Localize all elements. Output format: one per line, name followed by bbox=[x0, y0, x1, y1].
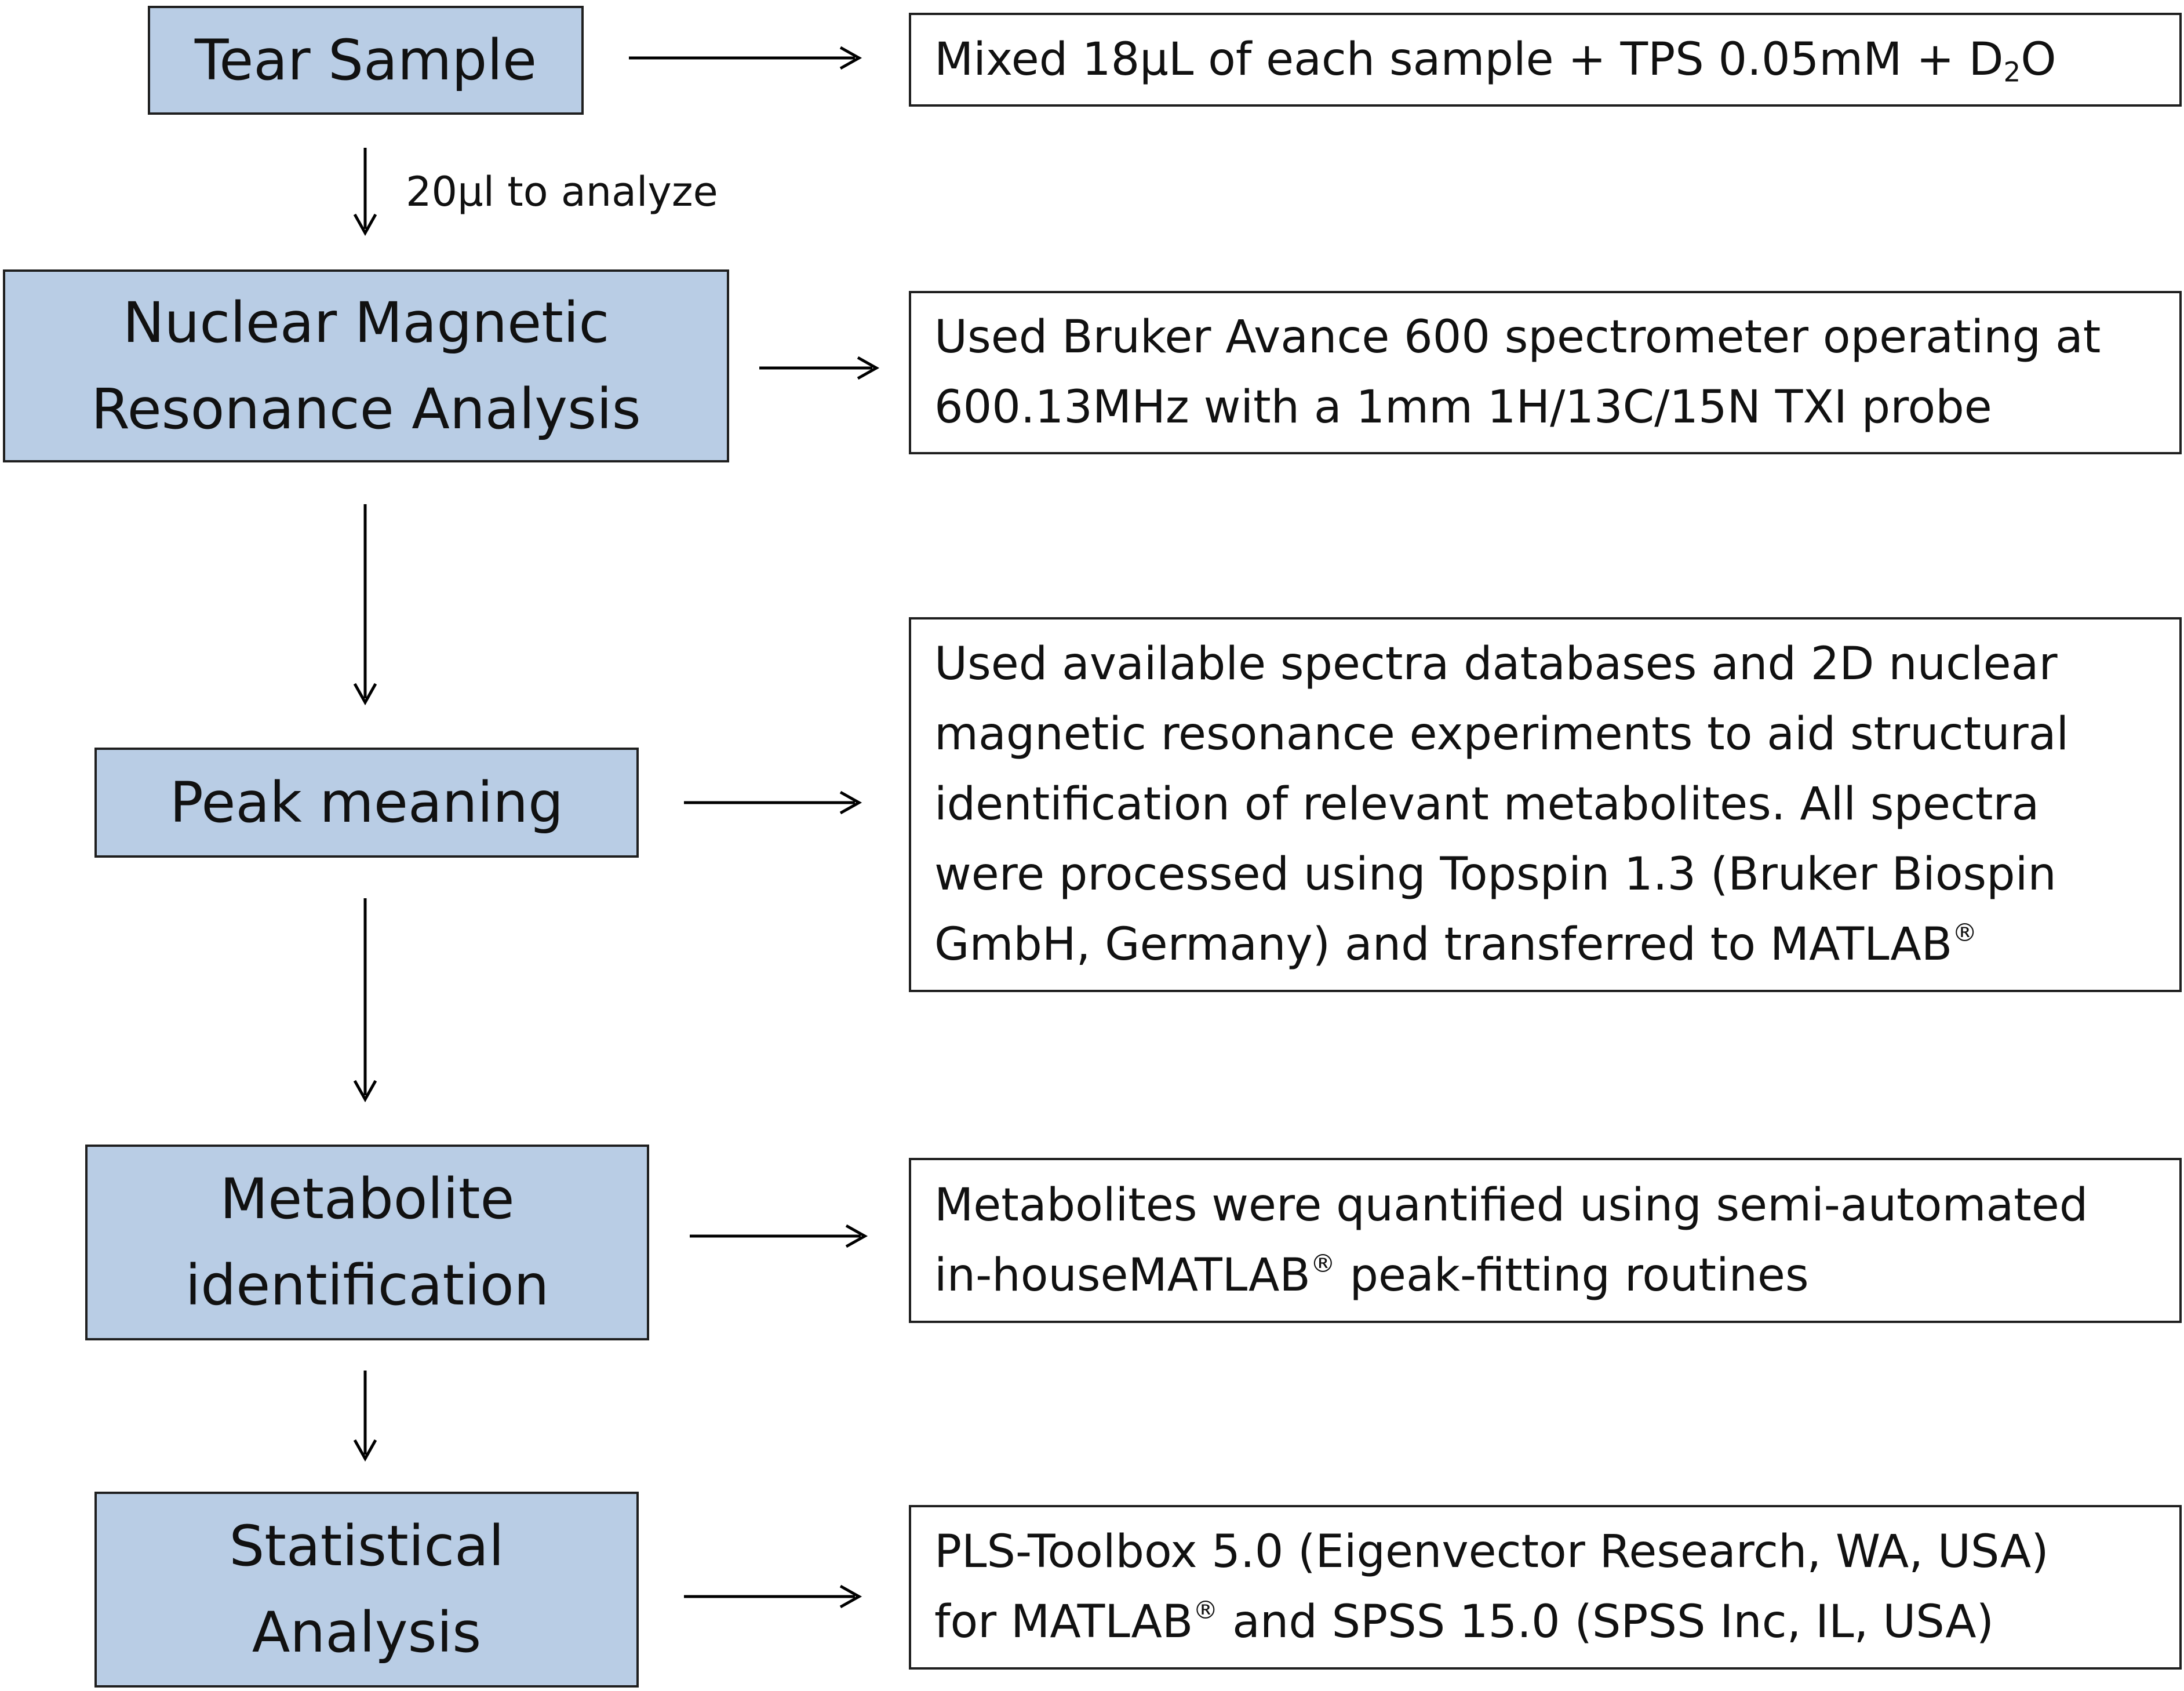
note-metabolites-line1: Metabolites were quantified using semi-a… bbox=[934, 1179, 2088, 1231]
step-nmr-label-line2: Resonance Analysis bbox=[91, 376, 641, 442]
note-stats-line2b: and SPSS 15.0 (SPSS Inc, IL, USA) bbox=[1218, 1596, 1994, 1648]
registered-mark: ® bbox=[1193, 1595, 1218, 1625]
arrow-right-3-head bbox=[839, 790, 862, 815]
note-statistical-software: PLS-Toolbox 5.0 (Eigenvector Research, W… bbox=[909, 1505, 2182, 1670]
note-peaks-line1: Used available spectra databases and 2D … bbox=[934, 638, 2058, 691]
note-metabolites-line2b: peak-fitting routines bbox=[1335, 1249, 1809, 1302]
arrow-down-2-head bbox=[353, 683, 377, 706]
step-tear-sample: Tear Sample bbox=[148, 6, 584, 115]
note-nmr-line2: 600.13MHz with a 1mm 1H/13C/15N TXI prob… bbox=[934, 381, 1992, 433]
note-stats-line2a: for MATLAB bbox=[934, 1596, 1193, 1648]
note-sample-prep-text: Mixed 18µL of each sample + TPS 0.05mM +… bbox=[934, 25, 2179, 95]
connector-label: 20µl to analyze bbox=[406, 168, 718, 216]
arrow-right-4-head bbox=[845, 1224, 868, 1248]
note-peaks-line5: GmbH, Germany) and transferred to MATLAB bbox=[934, 918, 1953, 971]
note-stats-line2-wrap: for MATLAB® and SPSS 15.0 (SPSS Inc, IL,… bbox=[934, 1587, 2179, 1657]
arrow-down-1-head bbox=[353, 213, 377, 236]
registered-mark: ® bbox=[1310, 1249, 1335, 1278]
note-nmr-instrument: Used Bruker Avance 600 spectrometer oper… bbox=[909, 291, 2182, 454]
note-sample-prep-before: Mixed 18µL of each sample + TPS 0.05mM +… bbox=[934, 33, 2004, 86]
step-peak-meaning-label: Peak meaning bbox=[169, 770, 564, 835]
arrow-right-5-head bbox=[839, 1584, 862, 1609]
note-peaks-line5-wrap: GmbH, Germany) and transferred to MATLAB… bbox=[934, 910, 2179, 980]
step-statistical-analysis: Statistical Analysis bbox=[94, 1492, 639, 1688]
step-nmr-label-line1: Nuclear Magnetic bbox=[122, 290, 610, 355]
step-stats-label-line2: Analysis bbox=[252, 1600, 482, 1665]
note-sample-prep-subscript: 2 bbox=[2003, 57, 2021, 89]
step-metabolite-identification: Metabolite identification bbox=[85, 1145, 649, 1340]
arrow-right-1-head bbox=[839, 46, 862, 70]
note-metabolites-line2-wrap: in-houseMATLAB® peak-fitting routines bbox=[934, 1241, 2179, 1311]
note-stats-line1: PLS-Toolbox 5.0 (Eigenvector Research, W… bbox=[934, 1526, 2049, 1579]
step-metabolite-label-line1: Metabolite bbox=[220, 1167, 515, 1232]
note-peak-identification: Used available spectra databases and 2D … bbox=[909, 617, 2182, 992]
note-sample-prep-after: O bbox=[2021, 33, 2056, 86]
note-nmr-line1: Used Bruker Avance 600 spectrometer oper… bbox=[934, 311, 2101, 364]
note-peaks-line2: magnetic resonance experiments to aid st… bbox=[934, 708, 2069, 761]
note-peaks-line3: identification of relevant metabolites. … bbox=[934, 778, 2040, 831]
registered-mark: ® bbox=[1952, 918, 1978, 947]
step-peak-meaning: Peak meaning bbox=[94, 748, 639, 858]
arrow-down-4-head bbox=[353, 1439, 377, 1462]
step-nmr-analysis: Nuclear Magnetic Resonance Analysis bbox=[3, 269, 729, 462]
step-tear-sample-label: Tear Sample bbox=[194, 27, 537, 93]
step-stats-label-line1: Statistical bbox=[229, 1514, 504, 1579]
note-metabolite-quantification: Metabolites were quantified using semi-a… bbox=[909, 1158, 2182, 1323]
step-metabolite-label-line2: identification bbox=[185, 1253, 549, 1318]
note-metabolites-line2a: in-houseMATLAB bbox=[934, 1249, 1311, 1302]
note-peaks-line4: were processed using Topspin 1.3 (Bruker… bbox=[934, 848, 2056, 901]
arrow-down-3-head bbox=[353, 1080, 377, 1103]
arrow-right-2-head bbox=[857, 356, 880, 380]
note-sample-preparation: Mixed 18µL of each sample + TPS 0.05mM +… bbox=[909, 13, 2182, 107]
